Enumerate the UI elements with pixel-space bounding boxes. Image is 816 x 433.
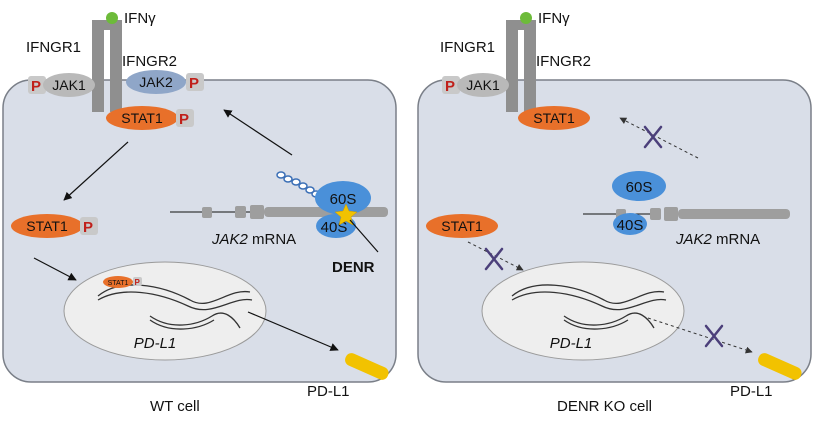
wt-jak1-label: JAK1	[52, 77, 86, 93]
ko-stat1-receptor-label: STAT1	[533, 110, 575, 126]
wt-ribosome-60s-label: 60S	[330, 191, 357, 208]
wt-caption: WT cell	[150, 398, 200, 415]
wt-stat1-free-label: STAT1	[26, 218, 68, 234]
ko-blocked-arrow-jak2	[619, 117, 699, 159]
wt-arrow-jak2-translation	[223, 109, 293, 156]
wt-jak1	[43, 73, 95, 97]
ko-ifngr2-bar	[524, 20, 536, 112]
wt-mrna-exon-3	[250, 205, 264, 219]
wt-stat1-free-phospho-label: P	[83, 219, 93, 236]
ko-mrna-label: JAK2 mRNA	[675, 231, 760, 248]
wt-ifngr1-bar	[92, 20, 104, 112]
wt-jak2-phospho-label: P	[189, 75, 199, 92]
wt-ifngr2-label: IFNGR2	[122, 53, 177, 70]
wt-stat1-receptor	[106, 106, 178, 130]
wt-receptor-cap	[92, 20, 122, 30]
ko-ribosome-40s	[613, 213, 647, 235]
ko-pdl1-protein	[758, 353, 802, 380]
wt-jak2	[126, 70, 186, 94]
wt-ifng-ligand	[106, 12, 118, 24]
ko-ifng-label: IFNγ	[538, 10, 570, 27]
ko-ifngr1-label: IFNGR1	[440, 39, 495, 56]
wt-arrow-stat1-release	[63, 141, 129, 201]
wt-denr-pointer	[349, 219, 379, 253]
ko-jak1-phospho-label: P	[445, 78, 455, 95]
ko-ribosome-60s	[612, 171, 666, 201]
wt-nuclear-stat1	[103, 276, 133, 288]
wt-arrow-pdl1	[247, 311, 339, 351]
wt-mrna-label: JAK2 mRNA	[211, 231, 296, 248]
ko-jak1-label: JAK1	[466, 77, 500, 93]
ko-ifngr2-label: IFNGR2	[536, 53, 591, 70]
ko-block-mark-pdl1	[704, 324, 724, 348]
ko-gene-label: PD-L1	[550, 335, 593, 352]
wt-stat1-receptor-phospho-label: P	[179, 111, 189, 128]
ko-stat1-free-label: STAT1	[441, 218, 483, 234]
wt-stat1-free-phospho-tag	[80, 217, 98, 235]
ko-ribosome-40s-label: 40S	[617, 217, 644, 234]
ko-mrna-body	[678, 209, 790, 219]
wt-arrow-stat1-nucleus	[33, 257, 77, 281]
wt-protein-label: PD-L1	[307, 383, 350, 400]
ko-dna-strand	[511, 284, 667, 330]
wt-ifngr2-bar	[110, 20, 122, 112]
ko-jak1-phospho-tag	[442, 76, 460, 94]
wt-ifng-label: IFNγ	[124, 10, 156, 27]
ko-stat1-receptor	[518, 106, 590, 130]
ko-panel: IFNγ IFNGR1 IFNGR2 P JAK1 STAT1 60S 40S …	[417, 10, 812, 415]
ko-mrna-exon-3	[664, 207, 678, 221]
wt-panel: IFNγ IFNGR1 IFNGR2 P JAK1 JAK2 P STAT1 P…	[2, 10, 397, 415]
wt-pdl1-protein	[345, 353, 389, 380]
ko-receptor-cap	[506, 20, 536, 30]
wt-denr-star	[334, 203, 358, 226]
wt-gene-label: PD-L1	[134, 335, 177, 352]
wt-jak2-label: JAK2	[139, 74, 173, 90]
wt-ifngr1-label: IFNGR1	[26, 39, 81, 56]
ko-mrna-exon-2	[650, 208, 661, 220]
ko-stat1-free	[426, 214, 498, 238]
wt-ribosome-60s	[315, 181, 371, 215]
ko-blocked-arrow-pdl1	[647, 317, 753, 354]
wt-mrna-exon-1	[202, 207, 212, 218]
ko-block-mark-stat1	[484, 247, 504, 271]
ko-jak1	[457, 73, 509, 97]
ko-ribosome-60s-label: 60S	[626, 179, 653, 196]
wt-jak1-phospho-tag	[28, 76, 46, 94]
wt-stat1-receptor-label: STAT1	[121, 110, 163, 126]
wt-jak2-phospho-tag	[186, 73, 204, 91]
ko-ifng-ligand	[520, 12, 532, 24]
ko-ifngr1-bar	[506, 20, 518, 112]
ko-block-mark-jak2	[643, 125, 663, 149]
wt-jak1-phospho-label: P	[31, 78, 41, 95]
wt-nuclear-stat1-label: STAT1	[108, 280, 129, 287]
wt-nuclear-stat1-phospho-label: P	[135, 278, 141, 287]
wt-stat1-free	[11, 214, 83, 238]
ko-caption: DENR KO cell	[557, 398, 652, 415]
wt-mrna-exon-2	[235, 206, 246, 218]
wt-stat1-receptor-phospho-tag	[176, 109, 194, 127]
wt-denr-label: DENR	[332, 259, 375, 276]
wt-nuclear-stat1-phospho-tag	[133, 277, 142, 286]
ko-protein-label: PD-L1	[730, 383, 773, 400]
